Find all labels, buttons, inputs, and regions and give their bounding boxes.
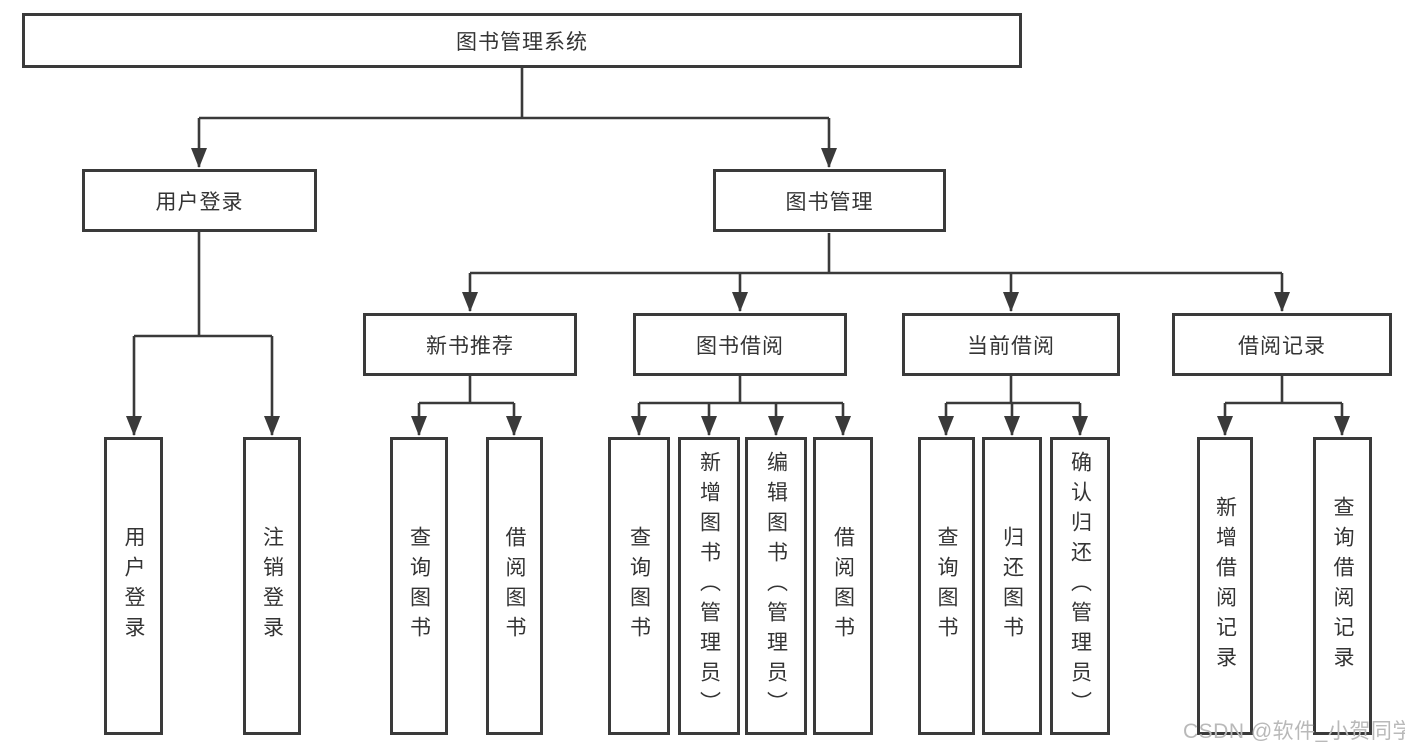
leaf-add-borrow-record-label: 新增借阅记录 xyxy=(1213,496,1237,676)
arrowhead-down-icon xyxy=(938,416,954,436)
leaf-edit-books-admin: 编辑图书（管理员） xyxy=(745,437,807,735)
leaf-add-books-admin: 新增图书（管理员） xyxy=(678,437,740,735)
arrowhead-down-icon xyxy=(701,416,717,436)
node-user-login: 用户登录 xyxy=(82,169,317,232)
arrowhead-down-icon xyxy=(411,416,427,436)
node-root: 图书管理系统 xyxy=(22,13,1022,68)
node-book-borrow: 图书借阅 xyxy=(633,313,847,376)
arrowhead-down-icon xyxy=(1334,416,1350,436)
leaf-add-books-admin-label: 新增图书（管理员） xyxy=(697,451,721,721)
node-current-borrow: 当前借阅 xyxy=(902,313,1120,376)
leaf-borrow-books: 借阅图书 xyxy=(813,437,873,735)
node-new-book-recommend: 新书推荐 xyxy=(363,313,577,376)
leaf-query-borrow-record: 查询借阅记录 xyxy=(1313,437,1372,735)
leaf-query-borrow-record-label: 查询借阅记录 xyxy=(1331,496,1355,676)
arrowhead-down-icon xyxy=(1003,292,1019,312)
leaf-add-borrow-record: 新增借阅记录 xyxy=(1197,437,1253,735)
leaf-query-books-current: 查询图书 xyxy=(918,437,975,735)
arrowhead-down-icon xyxy=(835,416,851,436)
leaf-logout: 注销登录 xyxy=(243,437,301,735)
arrowhead-down-icon xyxy=(732,292,748,312)
arrowhead-down-icon xyxy=(191,148,207,168)
node-borrow-records: 借阅记录 xyxy=(1172,313,1392,376)
arrowhead-down-icon xyxy=(821,148,837,168)
arrowhead-down-icon xyxy=(506,416,522,436)
leaf-query-books-borrow: 查询图书 xyxy=(608,437,670,735)
leaf-user-login: 用户登录 xyxy=(104,437,163,735)
node-user-login-label: 用户登录 xyxy=(155,190,244,214)
arrowhead-down-icon xyxy=(1004,416,1020,436)
node-new-book-recommend-label: 新书推荐 xyxy=(426,334,514,358)
arrowhead-down-icon xyxy=(1217,416,1233,436)
node-book-management-label: 图书管理 xyxy=(785,190,874,214)
leaf-user-login-label: 用户登录 xyxy=(122,526,146,646)
csdn-watermark: CSDN @软件_小贺同学 xyxy=(1183,720,1405,743)
node-current-borrow-label: 当前借阅 xyxy=(967,334,1055,358)
leaf-edit-books-admin-label: 编辑图书（管理员） xyxy=(764,451,788,721)
leaf-borrow-books-label: 借阅图书 xyxy=(831,526,855,646)
node-book-borrow-label: 图书借阅 xyxy=(696,334,784,358)
leaf-query-books-current-label: 查询图书 xyxy=(935,526,959,646)
leaf-return-books: 归还图书 xyxy=(982,437,1042,735)
leaf-query-books-borrow-label: 查询图书 xyxy=(627,526,651,646)
leaf-query-books-recommend: 查询图书 xyxy=(390,437,448,735)
leaf-logout-label: 注销登录 xyxy=(260,526,284,646)
arrowhead-down-icon xyxy=(126,416,142,436)
node-book-management: 图书管理 xyxy=(713,169,946,232)
arrowhead-down-icon xyxy=(462,292,478,312)
leaf-confirm-return-admin: 确认归还（管理员） xyxy=(1050,437,1110,735)
arrowhead-down-icon xyxy=(768,416,784,436)
arrowhead-down-icon xyxy=(1072,416,1088,436)
leaf-borrow-books-recommend: 借阅图书 xyxy=(486,437,543,735)
leaf-return-books-label: 归还图书 xyxy=(1000,526,1024,646)
leaf-query-books-recommend-label: 查询图书 xyxy=(407,526,431,646)
node-root-label: 图书管理系统 xyxy=(456,30,588,54)
arrowhead-down-icon xyxy=(1274,292,1290,312)
leaf-borrow-books-recommend-label: 借阅图书 xyxy=(503,526,527,646)
leaf-confirm-return-admin-label: 确认归还（管理员） xyxy=(1068,451,1092,721)
node-borrow-records-label: 借阅记录 xyxy=(1238,334,1326,358)
arrowhead-down-icon xyxy=(631,416,647,436)
arrowhead-down-icon xyxy=(264,416,280,436)
